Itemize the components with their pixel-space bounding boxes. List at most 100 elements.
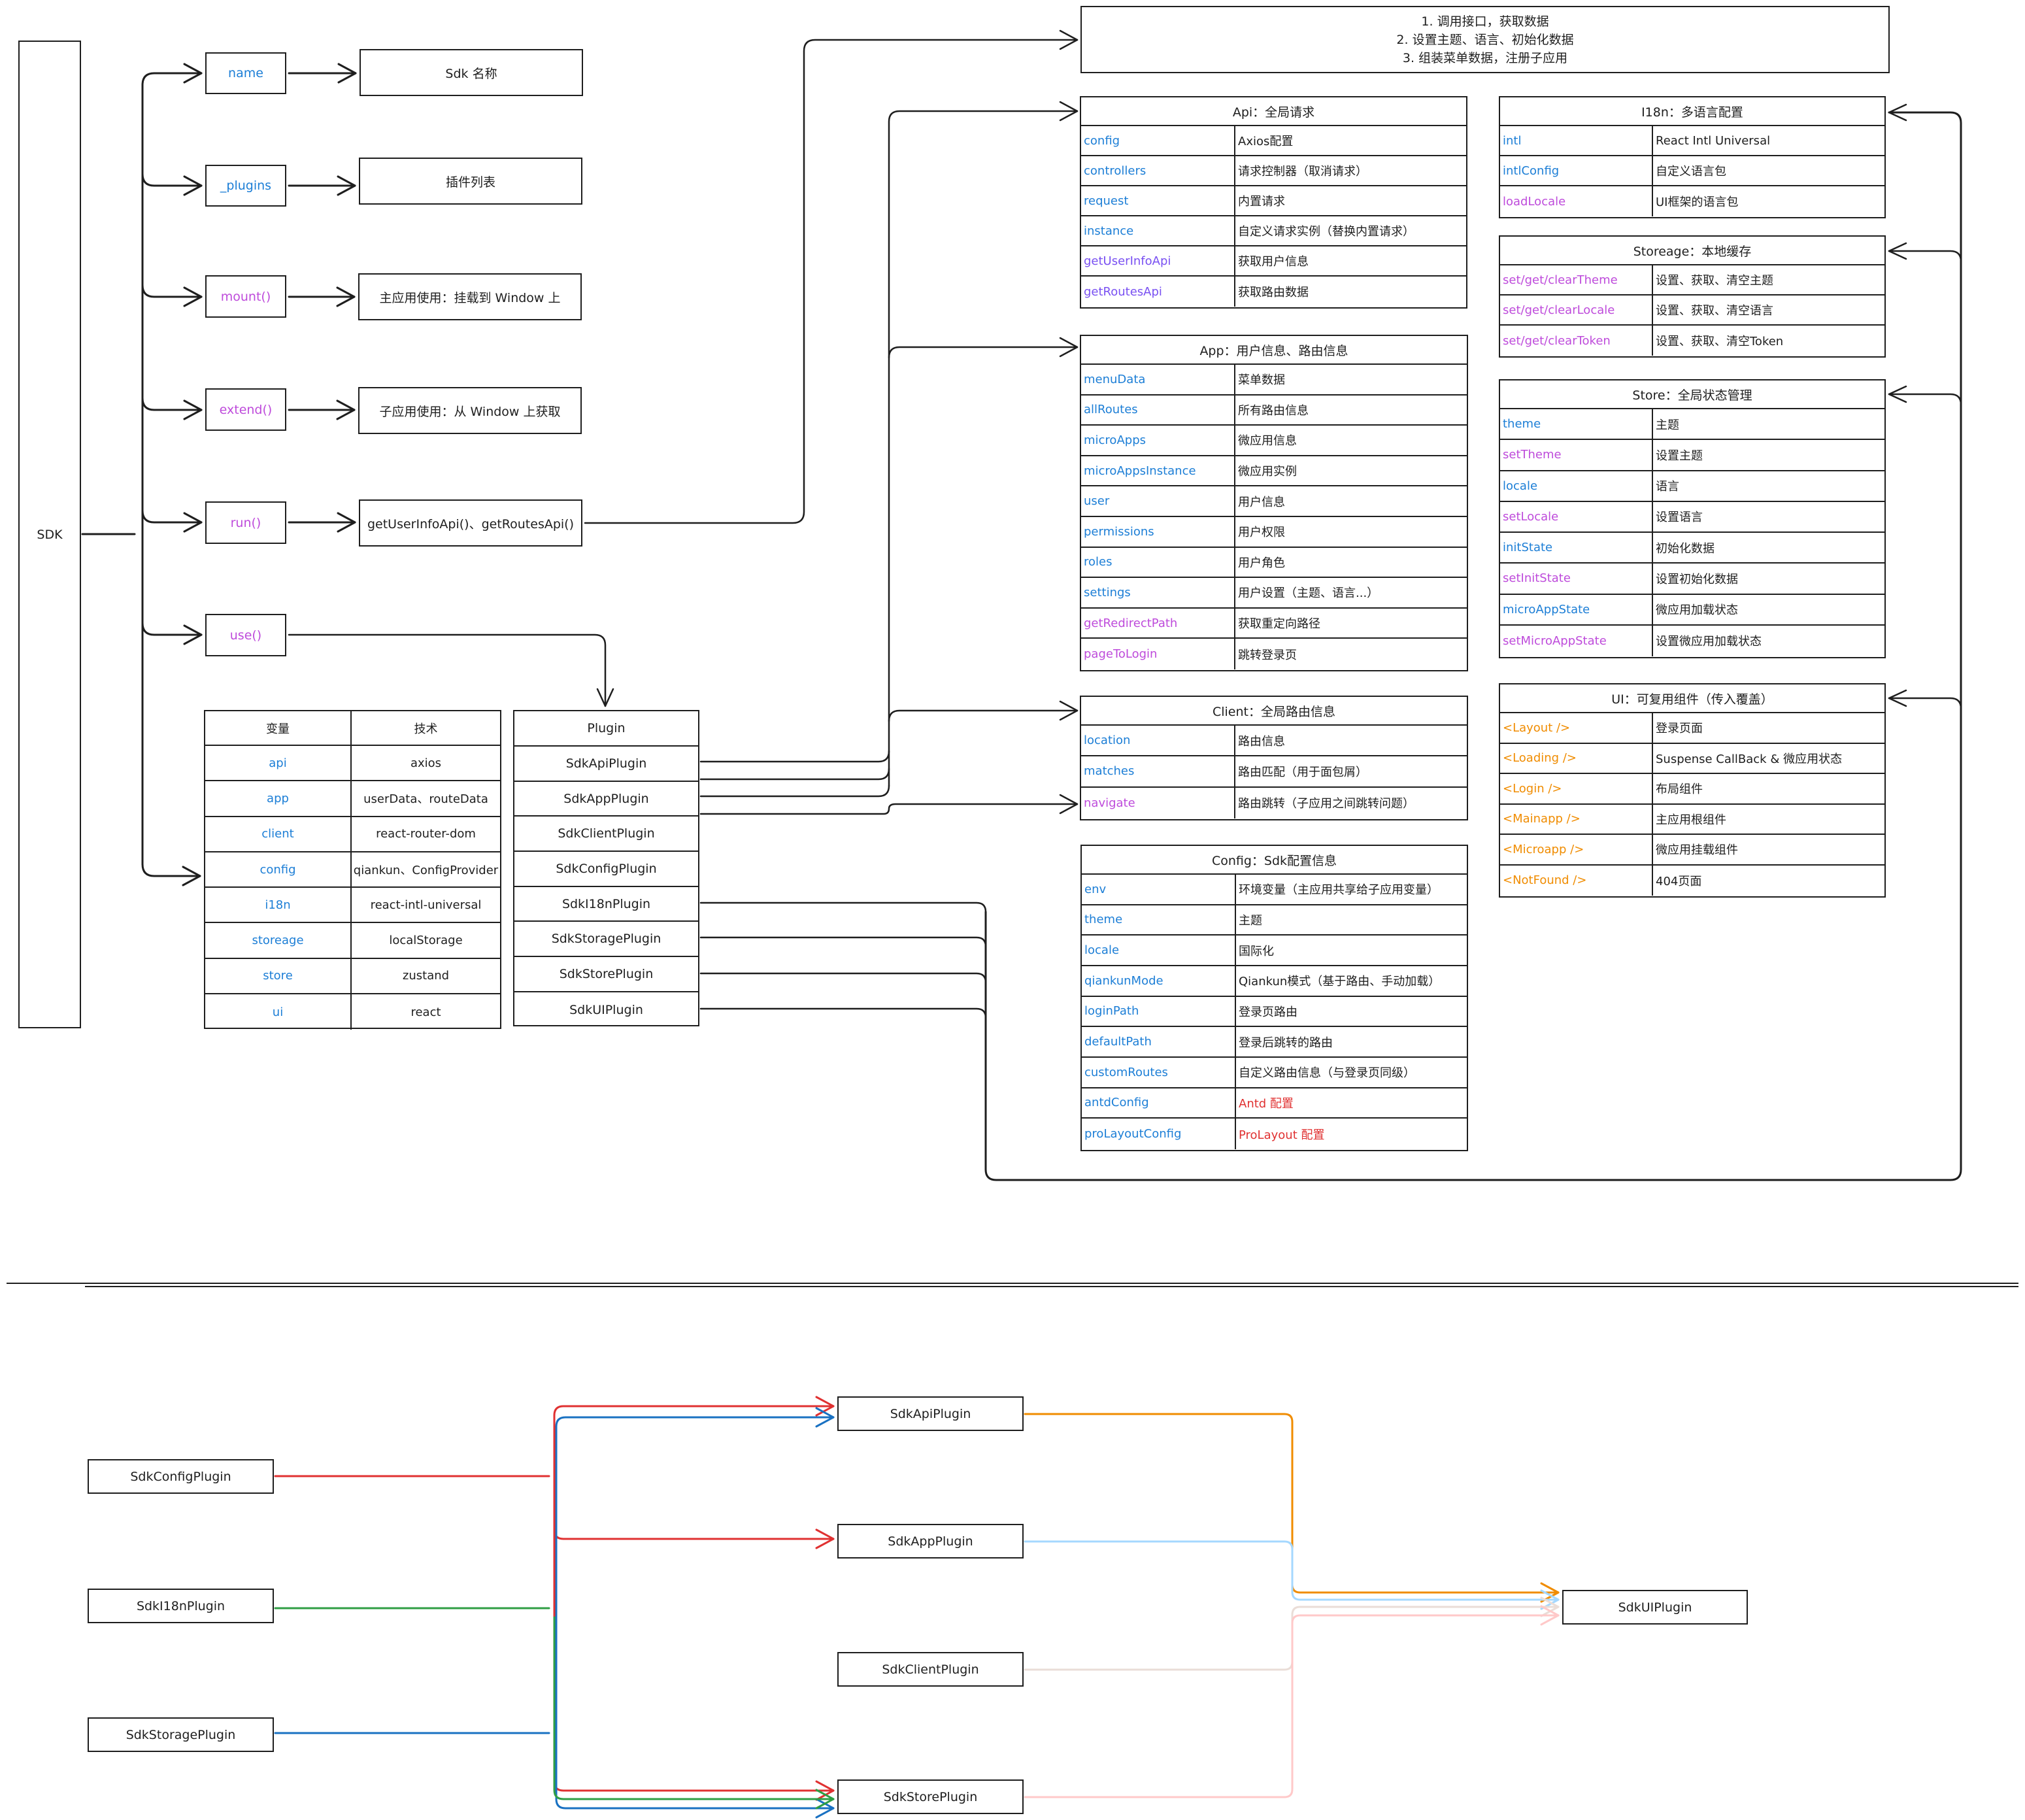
method-plugins-box[interactable]: _plugins <box>205 165 286 207</box>
variable-technology: react <box>410 1005 441 1019</box>
method-use-box[interactable]: use() <box>205 614 286 656</box>
arrow-left-icon <box>1888 242 1907 260</box>
property-name: intlConfig <box>1500 156 1653 185</box>
desc-mount-box[interactable]: 主应用使用：挂载到 Window 上 <box>358 273 582 320</box>
plugin-item[interactable]: SdkAppPlugin <box>514 782 698 817</box>
run-steps-note[interactable]: 1. 调用接口，获取数据 2. 设置主题、语言、初始化数据 3. 组装菜单数据，… <box>1080 6 1890 73</box>
plugin-item[interactable]: SdkI18nPlugin <box>514 887 698 922</box>
ui-module-row: <Layout />登录页面 <box>1500 713 1884 744</box>
client-plugin-connector <box>699 784 890 798</box>
arrow-right-icon <box>337 512 356 533</box>
arrow-left-icon <box>1888 103 1907 122</box>
plugin-item[interactable]: SdkUIPlugin <box>569 1002 643 1017</box>
method-run-box[interactable]: run() <box>205 501 286 544</box>
ui-module-row: <Login />布局组件 <box>1500 774 1884 805</box>
property-name: <NotFound /> <box>1500 865 1653 896</box>
method-name-box[interactable]: name <box>205 52 286 94</box>
property-name: getUserInfoApi <box>1081 246 1235 275</box>
i18n-module-title: I18n：多语言配置 <box>1500 97 1884 126</box>
plugin-item[interactable]: SdkApiPlugin <box>514 747 698 782</box>
property-description: 语言 <box>1656 480 1679 494</box>
dep-edge-i18n-store <box>553 1616 835 1800</box>
dep-middle-api-label: SdkApiPlugin <box>890 1406 971 1421</box>
desc-run-box[interactable]: getUserInfoApi()、getRoutesApi() <box>359 499 582 547</box>
dep-source-storage[interactable]: SdkStoragePlugin <box>88 1717 274 1752</box>
dep-source-i18n[interactable]: SdkI18nPlugin <box>88 1589 274 1623</box>
property-name: instance <box>1081 216 1235 245</box>
dep-middle-api[interactable]: SdkApiPlugin <box>837 1396 1024 1431</box>
sdk-branch-bottom-curve <box>141 863 156 877</box>
storeage-module-connector <box>1888 250 1962 263</box>
arrow-right-icon <box>815 1780 835 1801</box>
desc-plugins-text: 插件列表 <box>445 175 495 190</box>
ui-module-row: <Mainapp />主应用根组件 <box>1500 804 1884 835</box>
variable-name: client <box>205 817 352 851</box>
property-description: 自定义语言包 <box>1656 165 1726 178</box>
dep-target-ui[interactable]: SdkUIPlugin <box>1562 1590 1748 1625</box>
method-extend-box[interactable]: extend() <box>205 388 286 431</box>
method-mount-box[interactable]: mount() <box>205 275 286 318</box>
property-description: 主题 <box>1656 418 1679 432</box>
run-step-2: 2. 设置主题、语言、初始化数据 <box>1396 32 1574 47</box>
variable-name: ui <box>205 994 352 1030</box>
arrow-right-icon <box>815 1789 835 1810</box>
desc-plugins-box[interactable]: 插件列表 <box>359 158 582 205</box>
desc-name-box[interactable]: Sdk 名称 <box>360 49 583 96</box>
dep-middle-store[interactable]: SdkStorePlugin <box>837 1779 1024 1814</box>
desc-extend-box[interactable]: 子应用使用：从 Window 上获取 <box>358 387 582 434</box>
plugin-item[interactable]: SdkConfigPlugin <box>514 852 698 887</box>
property-name: <Login /> <box>1500 774 1653 803</box>
arrow-right-icon <box>815 1798 835 1819</box>
dep-edge-config-app <box>553 1414 835 1540</box>
property-name: defaultPath <box>1082 1027 1236 1056</box>
ui-module-connector <box>1888 697 1962 710</box>
dep-middle-client[interactable]: SdkClientPlugin <box>837 1652 1024 1687</box>
property-name: loadLocale <box>1500 186 1653 216</box>
dep-source-config[interactable]: SdkConfigPlugin <box>88 1459 274 1494</box>
sdk-root-box[interactable]: SDK <box>18 41 81 1028</box>
arrow-left-icon <box>1888 689 1907 707</box>
plugin-item[interactable]: SdkClientPlugin <box>514 817 698 852</box>
dep-middle-app[interactable]: SdkAppPlugin <box>837 1524 1024 1559</box>
dep-middle-app-label: SdkAppPlugin <box>888 1534 973 1549</box>
arrow-right-icon <box>1059 101 1079 122</box>
property-name: microAppsInstance <box>1081 456 1235 486</box>
plugin-item[interactable]: SdkStoragePlugin <box>514 922 698 958</box>
property-description: 微应用挂载组件 <box>1656 843 1738 858</box>
arrow-right-icon <box>1540 1596 1560 1617</box>
method-extend-label: extend() <box>219 402 273 417</box>
property-description: 用户角色 <box>1238 556 1285 570</box>
property-name: set/get/clearTheme <box>1500 265 1653 294</box>
property-description: 布局组件 <box>1656 783 1703 797</box>
sdk-branch-curve <box>141 173 156 187</box>
variable-technology: qiankun、ConfigProvider <box>353 864 499 878</box>
property-name: set/get/clearLocale <box>1500 295 1653 324</box>
arrow-right-icon <box>336 399 356 420</box>
property-name: <Loading /> <box>1500 743 1653 773</box>
method-name-label: name <box>228 66 263 80</box>
property-description: 环境变量（主应用共享给子应用变量） <box>1239 883 1439 898</box>
plugin-item[interactable]: SdkStorePlugin <box>514 957 698 992</box>
dep-edge-config-api <box>553 1405 835 1417</box>
